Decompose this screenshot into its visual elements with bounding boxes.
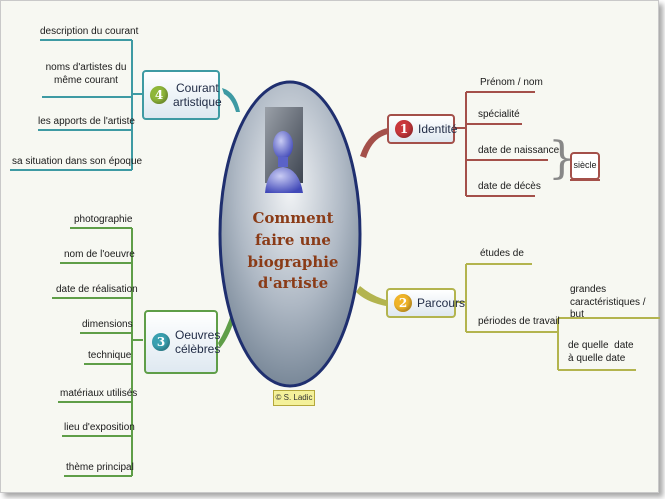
number-badge: 4 bbox=[150, 86, 168, 104]
title-line: biographie bbox=[247, 252, 339, 271]
oeuvres-item: date de réalisation bbox=[56, 284, 138, 295]
parcours-connectors bbox=[356, 263, 660, 371]
oeuvres-item: nom de l'oeuvre bbox=[64, 249, 135, 260]
number-badge: 3 bbox=[152, 333, 170, 351]
courant-item: les apports de l'artiste bbox=[38, 116, 135, 127]
identite-item: Prénom / nom bbox=[480, 77, 543, 88]
oeuvres-item: photographie bbox=[74, 214, 133, 225]
identite-connectors bbox=[360, 91, 600, 197]
parcours-subitem: de quelle date à quelle date bbox=[568, 340, 637, 364]
identite-item: date de décès bbox=[478, 181, 541, 192]
siecle-label: siècle bbox=[573, 160, 597, 171]
siecle-node[interactable]: siècle bbox=[570, 152, 600, 180]
bust-icon bbox=[265, 107, 303, 193]
oeuvres-item: lieu d'exposition bbox=[64, 422, 135, 433]
oeuvres-node[interactable]: 3 Oeuvres célèbres bbox=[144, 310, 221, 374]
title-line: d'artiste bbox=[257, 274, 329, 293]
identite-node[interactable]: 1 Identité bbox=[387, 114, 458, 144]
parcours-node[interactable]: 2 Parcours bbox=[386, 288, 465, 318]
central-ellipse bbox=[218, 80, 362, 388]
courant-item: noms d'artistes du même courant bbox=[45, 62, 127, 86]
oeuvres-item: thème principal bbox=[66, 462, 134, 473]
oeuvres-label: Oeuvres célèbres bbox=[175, 327, 221, 356]
parcours-item: périodes de travail bbox=[478, 316, 560, 327]
copyright-label: © S. Ladic bbox=[273, 390, 315, 406]
title-line: faire une bbox=[255, 230, 331, 249]
parcours-subitem: grandes caractéristiques / but bbox=[570, 284, 646, 320]
oeuvres-item: technique bbox=[88, 350, 132, 361]
identite-label: Identité bbox=[418, 121, 458, 136]
oeuvres-item: dimensions bbox=[82, 319, 133, 330]
courant-node[interactable]: 4 Courant artistique bbox=[142, 70, 222, 120]
title-line: Comment bbox=[252, 209, 334, 227]
central-title: Comment faire une biographie d'artiste bbox=[238, 208, 348, 295]
identite-item: date de naissance bbox=[478, 145, 560, 156]
courant-connectors bbox=[10, 38, 240, 171]
courant-label: Courant artistique bbox=[173, 80, 222, 109]
courant-item: description du courant bbox=[40, 26, 139, 37]
parcours-label: Parcours bbox=[417, 295, 466, 310]
oeuvres-item: matériaux utilisés bbox=[60, 388, 138, 399]
parcours-item: études de bbox=[480, 248, 524, 259]
number-badge: 1 bbox=[395, 120, 413, 138]
identite-item: spécialité bbox=[478, 109, 520, 120]
number-badge: 2 bbox=[394, 294, 412, 312]
courant-item: sa situation dans son époque bbox=[12, 156, 143, 167]
